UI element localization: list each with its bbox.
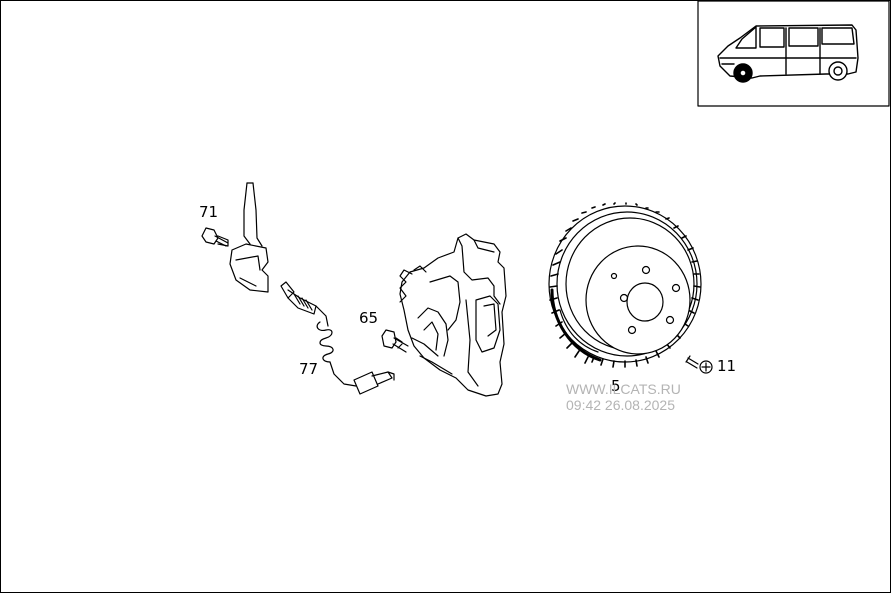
part-65-bolt <box>381 329 409 353</box>
watermark-site: WWW.ILCATS.RU <box>566 381 681 397</box>
vehicle-thumbnail <box>697 0 890 107</box>
brake-caliper <box>399 233 507 397</box>
part-71-sensor-bracket <box>229 182 269 293</box>
part-71-bolt <box>201 227 229 247</box>
brake-disc <box>548 202 702 368</box>
callout-71: 71 <box>199 203 219 221</box>
watermark-datetime: 09:42 26.08.2025 <box>566 397 675 413</box>
callout-11: 11 <box>717 357 737 375</box>
callout-77: 77 <box>299 360 319 378</box>
part-11-screw <box>685 355 713 374</box>
callout-5: 5 <box>611 377 621 395</box>
van-icon <box>717 24 859 83</box>
callout-65: 65 <box>359 309 379 327</box>
part-77-wear-sensor <box>280 281 395 395</box>
